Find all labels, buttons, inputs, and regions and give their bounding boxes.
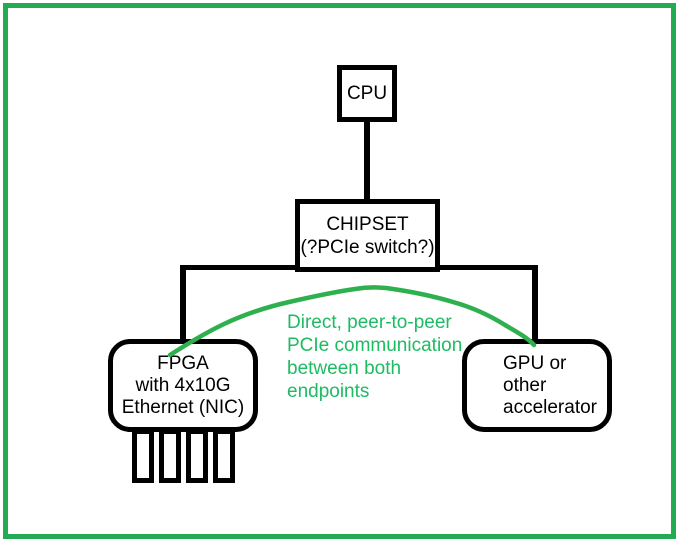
connector-chipset-fpga-horizontal: [180, 265, 298, 270]
fpga-pin: [186, 429, 208, 483]
gpu-label-line1: GPU or: [503, 352, 567, 374]
gpu-node: GPU or other accelerator: [462, 339, 612, 432]
chipset-node: CHIPSET (?PCIe switch?): [295, 199, 440, 272]
chipset-label-line1: CHIPSET: [326, 213, 409, 235]
gpu-label-line2: other: [503, 374, 547, 396]
connector-chipset-gpu-horizontal: [437, 265, 538, 270]
cpu-node: CPU: [337, 65, 397, 122]
fpga-pin: [213, 429, 235, 483]
connector-cpu-chipset: [364, 119, 370, 201]
fpga-pin: [159, 429, 181, 483]
peer-to-peer-annotation: Direct, peer-to-peer PCIe communication …: [287, 311, 462, 403]
outer-green-frame: [3, 3, 676, 539]
fpga-label-line3: Ethernet (NIC): [121, 396, 245, 418]
connector-chipset-fpga-vertical: [180, 265, 186, 341]
fpga-label-line1: FPGA: [157, 352, 209, 374]
chipset-label-line2: (?PCIe switch?): [300, 236, 435, 258]
connector-chipset-gpu-vertical: [532, 265, 538, 341]
fpga-label-line2: with 4x10G: [135, 374, 231, 396]
annotation-line3: between both: [287, 358, 402, 379]
annotation-line2: PCIe communication: [287, 335, 463, 356]
gpu-label-line3: accelerator: [503, 396, 597, 418]
annotation-line1: Direct, peer-to-peer: [287, 312, 452, 333]
annotation-line4: endpoints: [287, 381, 370, 402]
fpga-node: FPGA with 4x10G Ethernet (NIC): [108, 339, 258, 432]
fpga-pin: [132, 429, 154, 483]
cpu-label: CPU: [346, 83, 388, 104]
